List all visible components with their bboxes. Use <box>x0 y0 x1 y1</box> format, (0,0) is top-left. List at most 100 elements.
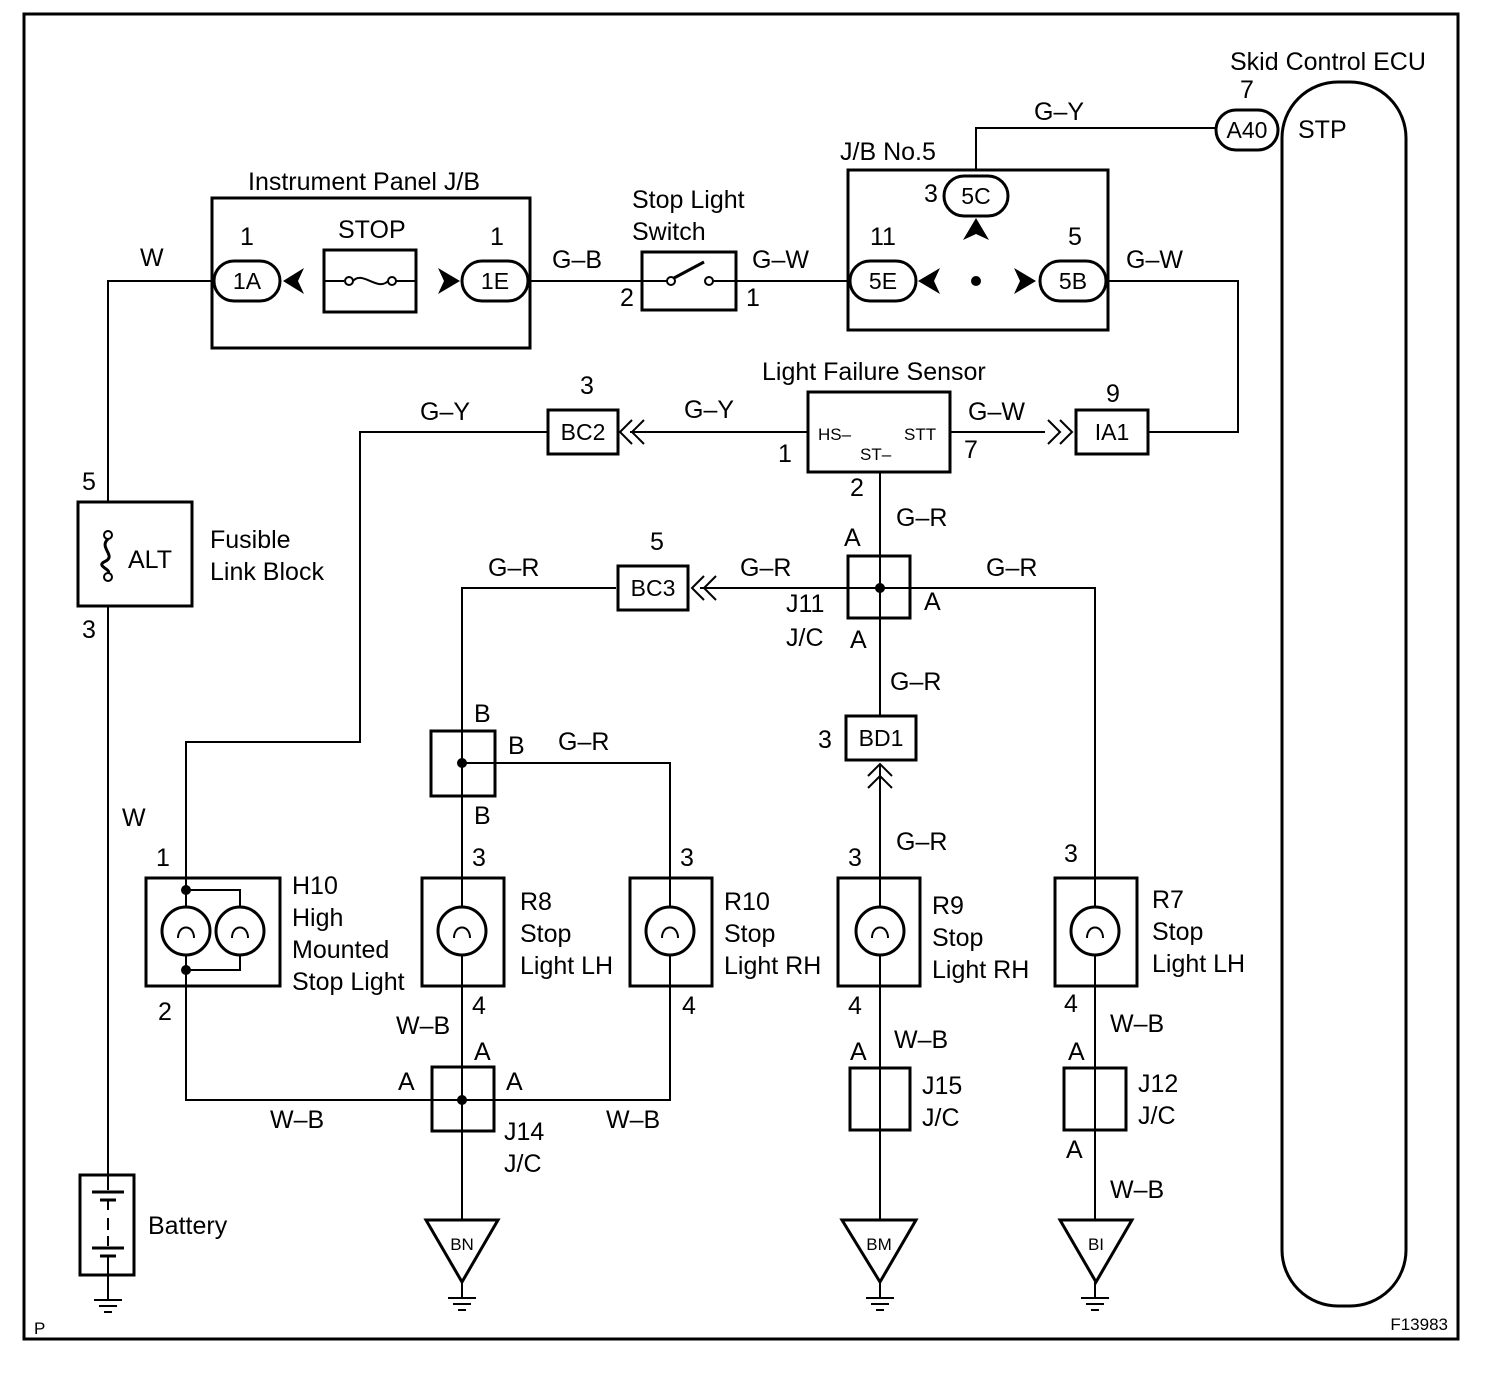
jb5-title: J/B No.5 <box>840 138 936 166</box>
switch-pin-1: 1 <box>746 284 760 312</box>
j14-pin-a-right: A <box>506 1068 523 1096</box>
wire-label-gw-5b: G–W <box>1126 246 1183 274</box>
connector-a40 <box>1214 108 1280 152</box>
wire-label-gr-right: G–R <box>986 554 1037 582</box>
wire-label-gy-bc2: G–Y <box>420 398 470 426</box>
junction-j11: A A A J11 J/C <box>786 524 941 654</box>
light-failure-sensor: Light Failure Sensor HS– ST– STT 1 7 2 <box>762 358 986 502</box>
connector-bd1: 3 BD1 <box>818 714 918 789</box>
arrow-right-icon <box>1014 268 1036 294</box>
lfs-pin-st: ST– <box>860 445 892 464</box>
r10-label-2: Stop <box>724 920 775 948</box>
r10-stop-light-rh: 3 4 R10 Stop Light RH <box>628 844 821 1020</box>
a40-pin-7: 7 <box>1240 76 1254 104</box>
j14-label-2: J/C <box>504 1150 542 1178</box>
r8-pin-4: 4 <box>472 992 486 1020</box>
r10-label-3: Light RH <box>724 952 821 980</box>
lfs-pin-2: 2 <box>850 474 864 502</box>
r9-stop-light-rh: 3 4 R9 Stop Light RH <box>836 844 1029 1020</box>
wire-label-gy-ecu: G–Y <box>1034 98 1084 126</box>
ip-jb-title: Instrument Panel J/B <box>248 168 480 196</box>
arrow-left-icon <box>918 268 940 294</box>
arrow-chevron-left-icon <box>618 419 645 445</box>
arrow-right-icon <box>438 268 460 294</box>
h10-high-mounted-stop-light: 1 2 H10 High Mounted Stop Light <box>144 844 405 1026</box>
r10-pin-4: 4 <box>682 992 696 1020</box>
lfs-pin-hs: HS– <box>818 425 852 444</box>
j11-label-1: J11 <box>786 590 824 618</box>
ground-bn-label: BN <box>450 1235 474 1254</box>
bc3-pin-5: 5 <box>650 528 664 556</box>
connector-5c <box>942 174 1010 218</box>
r7-pin-4: 4 <box>1064 990 1078 1018</box>
wire-label-gy-lfs: G–Y <box>684 396 734 424</box>
j11-pin-a-top: A <box>844 524 861 552</box>
fusible-pin-5: 5 <box>82 468 96 496</box>
arrow-chevron-right-icon <box>1047 419 1074 445</box>
h10-pin-2: 2 <box>158 998 172 1026</box>
junction-j15: A J15 J/C <box>848 1038 962 1132</box>
arrow-chevron-left-icon <box>690 575 717 601</box>
r9-label-1: R9 <box>932 892 964 920</box>
j12-pin-a-top: A <box>1068 1038 1085 1066</box>
r9-pin-3: 3 <box>848 844 862 872</box>
ground-icon <box>448 1297 476 1311</box>
r10-pin-3: 3 <box>680 844 694 872</box>
j14-pin-a-left: A <box>398 1068 415 1096</box>
j12-label-1: J12 <box>1138 1070 1178 1098</box>
r9-label-2: Stop <box>932 924 983 952</box>
junction-b-top: B <box>474 700 491 728</box>
r7-label-3: Light LH <box>1152 950 1245 978</box>
stop-switch-title-1: Stop Light <box>632 186 745 214</box>
junction-b-bottom: B <box>474 802 491 830</box>
wire-label-wb-r7: W–B <box>1110 1010 1164 1038</box>
junction-j12: A A J12 J/C <box>1062 1038 1178 1164</box>
connector-1a-label: 1A <box>233 268 262 294</box>
diagram-frame <box>22 12 1460 1341</box>
stop-light-switch: Stop Light Switch 2 1 <box>620 186 760 312</box>
r7-stop-light-lh: 3 4 R7 Stop Light LH <box>1053 840 1245 1018</box>
j12-label-2: J/C <box>1138 1102 1176 1130</box>
skid-ecu-terminal-stp: STP <box>1298 116 1347 144</box>
h10-label-3: Mounted <box>292 936 389 964</box>
r8-label-3: Light LH <box>520 952 613 980</box>
wire-label-wb-r9: W–B <box>894 1026 948 1054</box>
j12-pin-a-bottom: A <box>1066 1136 1083 1164</box>
h10-label-2: High <box>292 904 343 932</box>
switch-pin-2: 2 <box>620 284 634 312</box>
connector-1e <box>460 259 530 303</box>
connector-ia1: 9 IA1 <box>1047 380 1150 456</box>
lfs-pin-1: 1 <box>778 440 792 468</box>
connector-1e-label: 1E <box>481 268 509 294</box>
fusible-link-block: ALT 5 3 Fusible Link Block <box>76 468 324 644</box>
wire-labels: W G–B G–W G–Y G–W G–Y G–Y G–W G–R G–R G–… <box>122 98 1183 1204</box>
battery: Battery <box>78 1173 228 1313</box>
connector-ia1-label: IA1 <box>1095 419 1130 445</box>
arrow-up-icon <box>963 218 989 240</box>
r7-label-2: Stop <box>1152 918 1203 946</box>
wire-label-gr-r9: G–R <box>896 828 947 856</box>
connector-5c-label: 5C <box>961 183 990 209</box>
wire-label-gb: G–B <box>552 246 602 274</box>
j14-pin-a-top: A <box>474 1038 491 1066</box>
instrument-panel-jb: Instrument Panel J/B STOP 1 1A 1 1E <box>210 168 532 350</box>
r8-label-2: Stop <box>520 920 571 948</box>
r9-label-3: Light RH <box>932 956 1029 984</box>
fusible-title-2: Link Block <box>210 558 324 586</box>
j15-pin-a: A <box>850 1038 867 1066</box>
wire-label-wb-h10: W–B <box>270 1106 324 1134</box>
j15-label-2: J/C <box>922 1104 960 1132</box>
wires <box>107 127 1239 1300</box>
bd1-pin-3: 3 <box>818 726 832 754</box>
ground-bm-label: BM <box>866 1235 892 1254</box>
wire-label-gr-left: G–R <box>488 554 539 582</box>
j11-pin-a-bottom: A <box>850 626 867 654</box>
lfs-title: Light Failure Sensor <box>762 358 986 386</box>
wire-label-gw-lfs: G–W <box>968 398 1025 426</box>
j15-label-1: J15 <box>922 1072 962 1100</box>
connector-bc3-label: BC3 <box>631 575 676 601</box>
ground-bn: BN <box>423 1218 501 1311</box>
lfs-pin-stt: STT <box>904 425 936 444</box>
bc2-pin-3: 3 <box>580 372 594 400</box>
